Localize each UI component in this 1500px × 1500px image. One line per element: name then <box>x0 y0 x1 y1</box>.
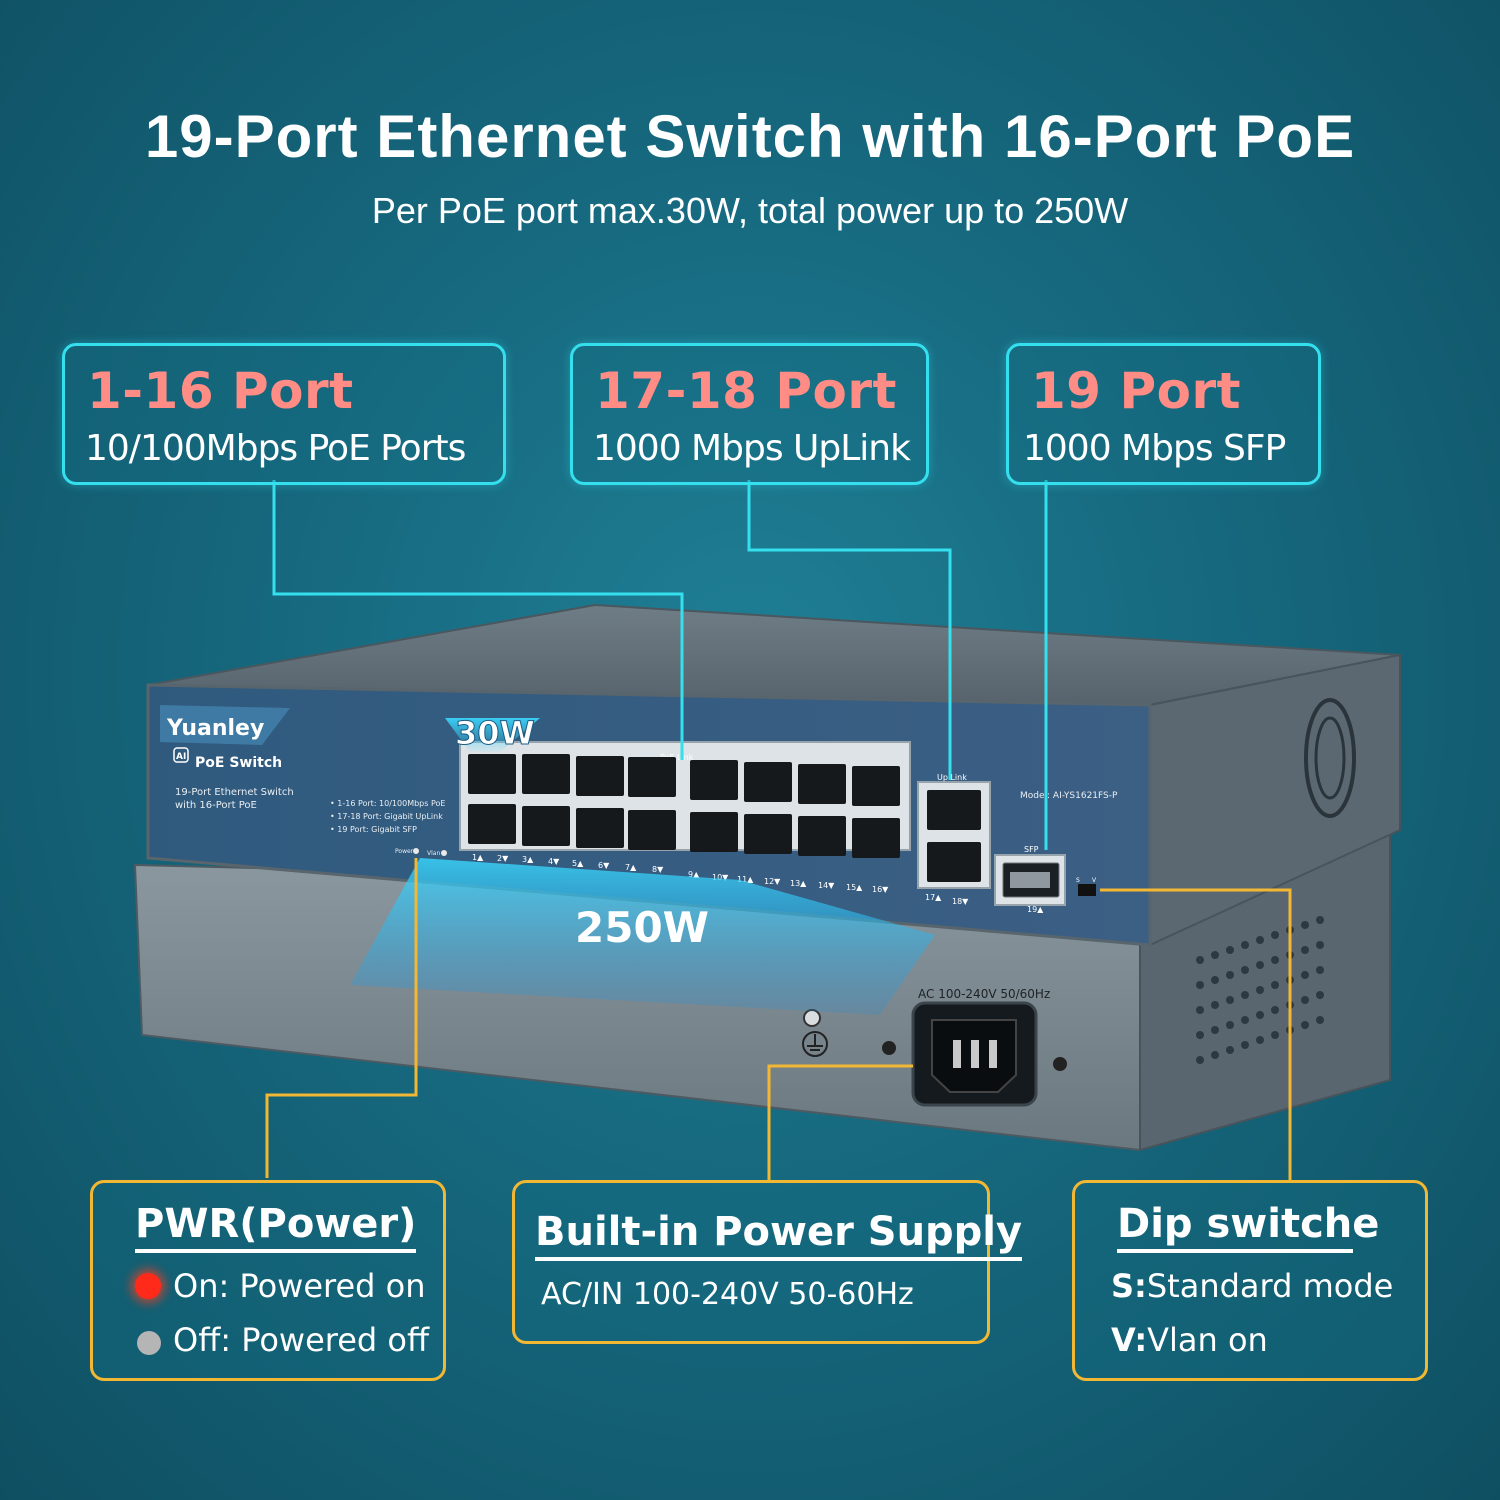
callout-dip-switch: Dip switche S:Standard mode V:Vlan on <box>1072 1180 1428 1381</box>
svg-text:S: S <box>1076 877 1080 884</box>
power-led <box>413 848 419 854</box>
svg-text:• 17-18 Port: Gigabit UpLink: • 17-18 Port: Gigabit UpLink <box>330 812 443 821</box>
svg-text:Up Link: Up Link <box>937 773 967 782</box>
page-title: 19-Port Ethernet Switch with 16-Port PoE <box>144 103 1356 170</box>
svg-text:with 16-Port PoE: with 16-Port PoE <box>175 800 257 811</box>
led-on-icon <box>135 1273 161 1299</box>
callout-ports-17-18: 17-18 Port 1000 Mbps UpLink <box>570 343 929 485</box>
fan-icon <box>1304 698 1356 818</box>
svg-text:SFP: SFP <box>1024 845 1039 854</box>
uplink-ports <box>927 790 981 882</box>
per-port-glow <box>445 718 540 752</box>
front-switch: Yuanley AI PoE Switch 19-Port Ethernet S… <box>146 603 1401 947</box>
poe-ports <box>468 754 900 858</box>
per-port-power-label: 30W <box>455 714 535 752</box>
total-power-glow <box>350 858 935 1015</box>
svg-text:• 19 Port: Gigabit SFP: • 19 Port: Gigabit SFP <box>330 825 417 834</box>
port-number: 6▼ <box>598 861 610 870</box>
port-number: 7▲ <box>625 863 637 872</box>
port-number: 14▼ <box>818 881 835 890</box>
port-number: 15▲ <box>846 883 863 892</box>
port-number: 10▼ <box>712 873 729 882</box>
dip-switch <box>1078 884 1096 896</box>
total-power-label: 250W <box>575 903 709 952</box>
svg-text:• 1-16 Port: 10/100Mbps PoE: • 1-16 Port: 10/100Mbps PoE <box>330 799 445 808</box>
port-number: 12▼ <box>764 877 781 886</box>
port-number: 19▲ <box>1027 905 1044 914</box>
model-label: Model: AI-YS1621FS-P <box>1020 791 1118 801</box>
led-off-icon <box>137 1331 161 1355</box>
port-number: 17▲ <box>925 893 942 902</box>
port-number: 2▼ <box>497 854 509 863</box>
callout-port-19: 19 Port 1000 Mbps SFP <box>1006 343 1321 485</box>
svg-text:PoE Link: PoE Link <box>660 753 694 762</box>
port-number: 18▼ <box>952 897 969 906</box>
port-number: 4▼ <box>548 857 560 866</box>
svg-text:19-Port Ethernet Switch: 19-Port Ethernet Switch <box>175 787 294 798</box>
ai-badge-icon <box>173 747 189 763</box>
product-label: PoE Switch <box>195 755 282 771</box>
port-number: 8▼ <box>652 865 664 874</box>
svg-text:V: V <box>1092 877 1097 884</box>
port-number: 16▼ <box>872 885 889 894</box>
port-number: 5▲ <box>572 859 584 868</box>
cyan-leader-lines <box>272 480 1048 850</box>
ground-icon <box>802 1009 828 1057</box>
svg-text:Vlan: Vlan <box>427 850 440 857</box>
port-number: 1▲ <box>472 853 484 862</box>
ac-label: AC 100-240V 50/60Hz <box>918 987 1050 1001</box>
port-number: 13▲ <box>790 879 807 888</box>
callout-power-supply: Built-in Power Supply AC/IN 100-240V 50-… <box>512 1180 1023 1344</box>
port-number: 11▲ <box>737 875 754 884</box>
port-number: 9▲ <box>688 870 700 879</box>
callout-power: PWR(Power) On: Powered on Off: Powered o… <box>90 1180 446 1381</box>
vlan-led <box>441 850 447 856</box>
yellow-leader-lines <box>265 858 1292 1180</box>
svg-text:Power: Power <box>395 848 414 855</box>
page-subtitle: Per PoE port max.30W, total power up to … <box>371 190 1129 231</box>
svg-text:AI: AI <box>176 752 186 762</box>
brand-logo: Yuanley <box>166 716 264 741</box>
port-number: 3▲ <box>522 855 534 864</box>
callout-ports-1-16: 1-16 Port 10/100Mbps PoE Ports <box>62 343 506 485</box>
